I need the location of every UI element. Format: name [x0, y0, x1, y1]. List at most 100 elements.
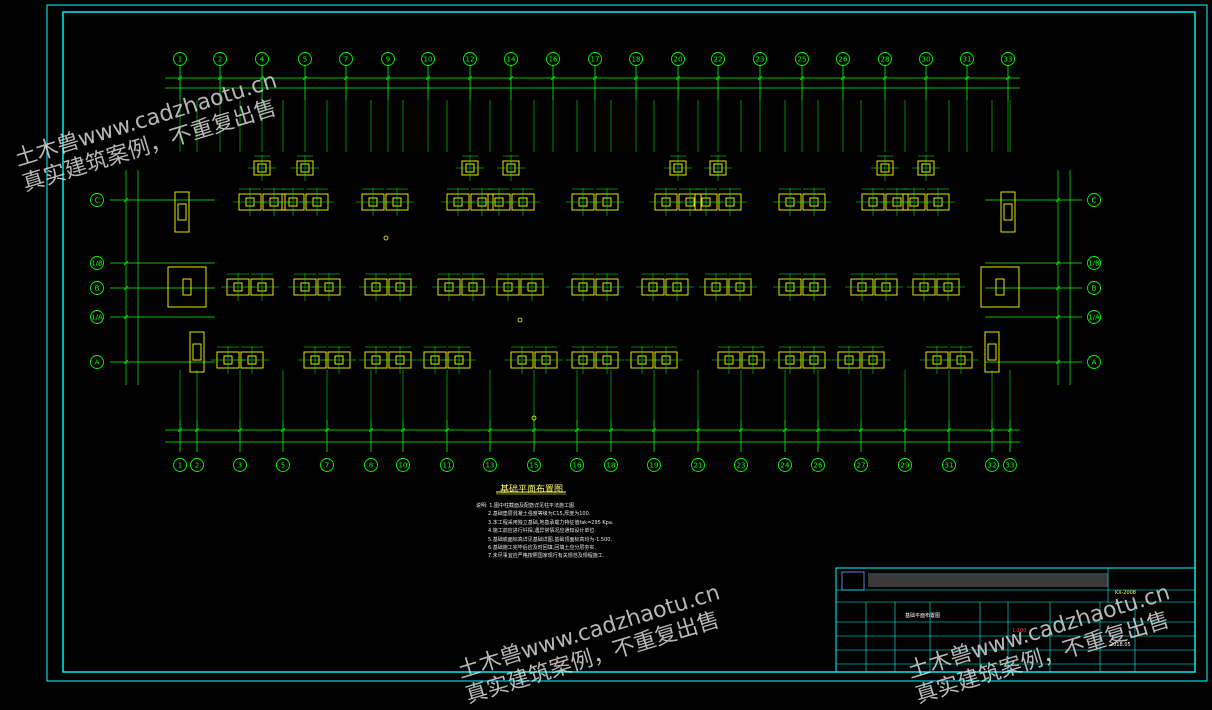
dimension-tick [237, 427, 243, 433]
note-line: 2.基础垫层混凝土强度等级为C15,厚度为100. [488, 511, 591, 518]
axis-bubble-label: 11 [443, 462, 452, 470]
axis-bubble-right: 1/B [1087, 256, 1101, 270]
side-footing [167, 266, 207, 308]
axis-bubble-circle [854, 458, 868, 472]
axis-bubble-circle [647, 458, 661, 472]
axis-bubble-label: 32 [988, 462, 997, 470]
footing [797, 188, 831, 216]
axis-bubble-circle [1087, 355, 1101, 369]
axis-bubble-label: 4 [260, 56, 265, 64]
dimension-tick [194, 427, 200, 433]
title-block-drawing-no: KX-2008 [1115, 590, 1136, 596]
axis-bubble-label: 24 [781, 462, 790, 470]
side-footing [980, 266, 1020, 308]
axis-bubble-circle [734, 458, 748, 472]
footing [456, 155, 484, 181]
footing [912, 155, 940, 181]
axis-bubble-bottom: 23 [734, 458, 748, 472]
axis-bubble-bottom: 21 [691, 458, 705, 472]
axis-bubble-label: B [95, 285, 100, 293]
footing [322, 346, 356, 374]
section-mark [517, 317, 523, 323]
axis-bubble-label: 17 [591, 56, 600, 64]
dimension-tick [1007, 427, 1013, 433]
title-block-drawing-name: 基础平面布置图 [905, 613, 941, 619]
axis-bubble-circle [691, 458, 705, 472]
dimension-tick [123, 285, 129, 291]
axis-bubble-top: 17 [588, 52, 602, 66]
footing [713, 188, 747, 216]
axis-bubble-circle [298, 52, 312, 66]
dimension-tick [574, 427, 580, 433]
axis-bubble-right: B [1087, 281, 1101, 295]
footing [312, 273, 346, 301]
dimension-tick [123, 314, 129, 320]
axis-bubble-right: A [1087, 355, 1101, 369]
axis-bubble-label: 7 [325, 462, 329, 470]
axis-bubble-bottom: 8 [364, 458, 378, 472]
footing [736, 346, 770, 374]
dimension-tick [651, 427, 657, 433]
footing [712, 346, 746, 374]
footing [921, 188, 955, 216]
axis-bubble-label: 16 [573, 462, 582, 470]
axis-bubble-top: 33 [1001, 52, 1015, 66]
footing [529, 346, 563, 374]
footing [869, 273, 903, 301]
axis-bubble-left: C [90, 193, 104, 207]
footing-layout [167, 155, 1020, 421]
column-outline [995, 278, 1005, 296]
axis-bubble-circle [570, 458, 584, 472]
axis-bubble-circle [985, 458, 999, 472]
axis-bubble-label: 15 [530, 462, 539, 470]
footing [590, 346, 624, 374]
axis-bubble-label: 7 [344, 56, 348, 64]
axis-bubble-label: 9 [386, 56, 390, 64]
dimension-tick [675, 75, 681, 81]
dimension-tick [858, 427, 864, 433]
footing [245, 273, 279, 301]
dimension-tick [815, 427, 821, 433]
axis-bubble-circle [233, 458, 247, 472]
axis-bubble-label: 23 [756, 56, 765, 64]
axis-bubble-top: 25 [795, 52, 809, 66]
footing-outline [174, 191, 190, 233]
dimension-tick [738, 427, 744, 433]
axis-bubble-circle [878, 52, 892, 66]
axis-bubble-label: 2 [195, 462, 199, 470]
axis-bubble-circle [440, 458, 454, 472]
axis-bubble-label: 19 [650, 462, 659, 470]
dimension-tick [400, 427, 406, 433]
axis-bubble-label: 12 [466, 56, 475, 64]
footing [383, 346, 417, 374]
inner-frame [62, 11, 1196, 673]
axis-bubble-top: 4 [255, 52, 269, 66]
dimension-tick [715, 75, 721, 81]
axis-bubble-bottom: 26 [811, 458, 825, 472]
axis-bubble-label: 2 [218, 56, 222, 64]
column-outline [987, 343, 997, 361]
footing [649, 346, 683, 374]
axis-bubble-circle [898, 458, 912, 472]
axis-bubble-circle [1087, 193, 1101, 207]
footing [300, 188, 334, 216]
axis-bubble-circle [173, 458, 187, 472]
dimension-tick [487, 427, 493, 433]
drawing-frame [46, 4, 1208, 682]
axis-bubble-label: 1/B [91, 260, 103, 268]
dimension-tick [882, 75, 888, 81]
dimension-tick [368, 427, 374, 433]
redacted-company-name [868, 573, 1108, 587]
axis-grid [110, 66, 1082, 452]
side-footing [174, 191, 190, 233]
axis-bubble-label: 30 [922, 56, 931, 64]
axis-bubble-bottom: 27 [854, 458, 868, 472]
axis-bubble-circle [421, 52, 435, 66]
axis-bubble-bottom: 32 [985, 458, 999, 472]
dimension-tick [177, 427, 183, 433]
footing-outline [167, 266, 207, 308]
axis-bubble-bottom: 33 [1003, 458, 1017, 472]
axis-bubble-top: 7 [339, 52, 353, 66]
